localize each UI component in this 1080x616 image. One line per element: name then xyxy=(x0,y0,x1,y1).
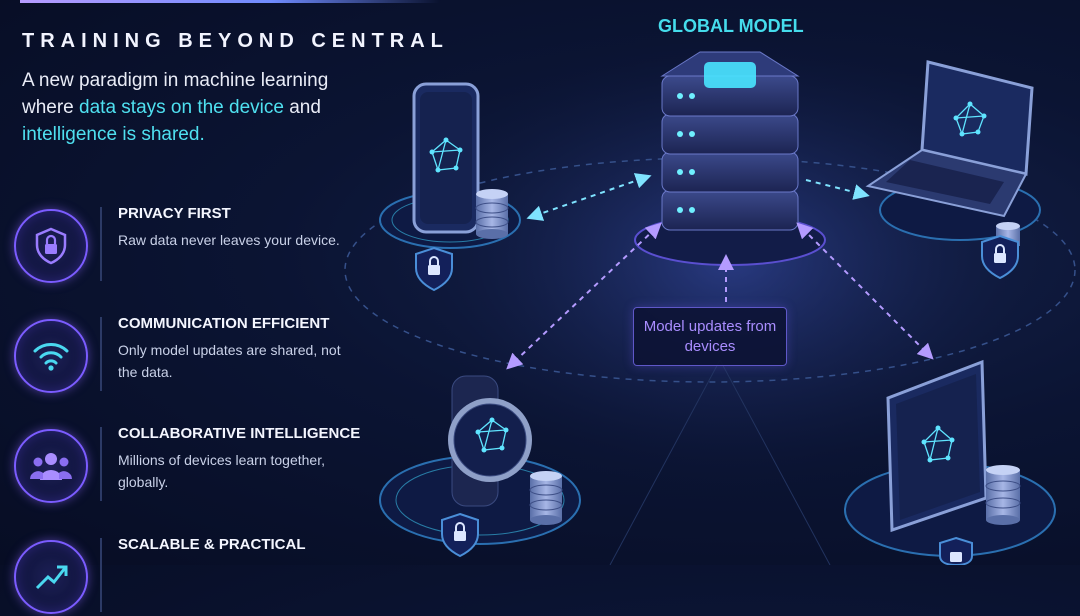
feature-divider xyxy=(100,427,102,501)
feature-description: Only model updates are shared, not the d… xyxy=(118,342,341,380)
federated-diagram xyxy=(344,20,1076,565)
lock-badge-icon xyxy=(939,536,973,565)
intro-part1: A new paradigm in machine learning where xyxy=(22,70,329,118)
shield-lock-icon xyxy=(14,209,88,283)
intro-highlight-intelligence: intelligence is shared. xyxy=(22,124,205,145)
grid-line xyxy=(719,359,831,565)
intro-text: A new paradigm in machine learning where… xyxy=(22,67,362,148)
page-title: TRAINING BEYOND CENTRAL xyxy=(22,30,449,52)
intro-part2: and xyxy=(283,97,321,118)
arrow-server-watch xyxy=(506,222,662,370)
feature-title: SCALABLE & PRACTICAL xyxy=(118,536,306,553)
feature-divider xyxy=(100,317,102,391)
feature-communication: COMMUNICATION EFFICIENT Only model updat… xyxy=(14,315,384,395)
wifi-icon xyxy=(14,319,88,393)
smartphone-icon xyxy=(412,82,480,234)
laptop-icon xyxy=(865,60,1034,218)
lock-badge-icon xyxy=(415,246,453,292)
database-icon xyxy=(475,189,509,239)
feature-description: Raw data never leaves your device. xyxy=(118,232,340,248)
database-icon xyxy=(529,471,563,525)
database-icon xyxy=(985,465,1021,525)
top-accent-line xyxy=(20,0,440,3)
global-model-server-icon xyxy=(634,51,826,266)
feature-title: PRIVACY FIRST xyxy=(118,205,231,222)
model-updates-box: Model updates from devices xyxy=(633,307,787,366)
tablet-icon xyxy=(886,359,988,533)
feature-divider xyxy=(100,207,102,281)
model-updates-label: Model updates from devices xyxy=(643,317,777,355)
feature-collaborative: COLLABORATIVE INTELLIGENCE Millions of d… xyxy=(14,425,384,505)
feature-title: COMMUNICATION EFFICIENT xyxy=(118,315,330,332)
smartwatch-icon xyxy=(448,375,532,507)
grid-line xyxy=(609,359,721,565)
lock-badge-icon xyxy=(981,234,1019,280)
intro-highlight-data: data stays on the device xyxy=(79,97,284,118)
lock-badge-icon xyxy=(441,512,479,558)
feature-description: Millions of devices learn together, glob… xyxy=(118,452,325,490)
feature-privacy: PRIVACY FIRST Raw data never leaves your… xyxy=(14,205,384,285)
people-icon xyxy=(14,429,88,503)
feature-title: COLLABORATIVE INTELLIGENCE xyxy=(118,425,361,442)
global-model-label: GLOBAL MODEL xyxy=(658,16,804,36)
